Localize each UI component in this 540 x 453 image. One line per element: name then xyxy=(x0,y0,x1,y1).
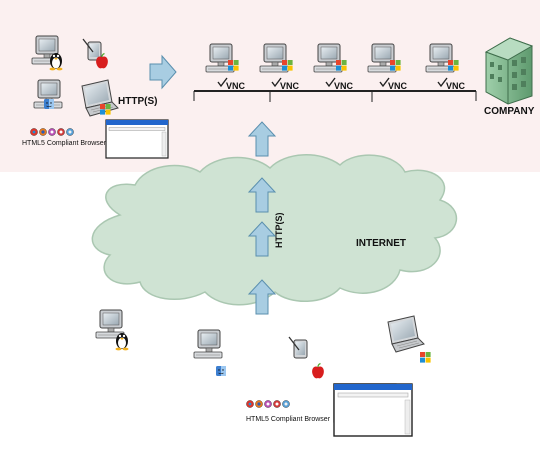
vnc-server-row xyxy=(193,90,477,102)
windows-logo-icon xyxy=(420,352,431,363)
vnc-label: VNC xyxy=(226,81,246,91)
company-building-icon xyxy=(484,37,534,105)
vnc-server xyxy=(205,43,239,88)
vnc-label: VNC xyxy=(334,81,354,91)
connection-arrow-right xyxy=(149,54,177,90)
vnc-server xyxy=(367,43,401,88)
upload-arrow xyxy=(248,121,276,157)
browser-label-top: HTML5 Compliant Browser xyxy=(22,140,107,147)
browser-logos-icon xyxy=(245,399,291,409)
internet-cloud xyxy=(91,154,458,306)
tablet-icon xyxy=(82,38,102,61)
browser-logos-icon xyxy=(29,127,75,137)
vnc-label: VNC xyxy=(446,81,466,91)
vnc-server xyxy=(313,43,347,88)
linux-penguin-icon xyxy=(49,53,63,71)
desktop-pc-icon xyxy=(193,329,223,359)
internet-label: INTERNET xyxy=(356,238,406,249)
vnc-label: VNC xyxy=(280,81,300,91)
browser-label-bottom: HTML5 Compliant Browser xyxy=(246,416,331,423)
vnc-server xyxy=(425,43,459,88)
laptop-icon xyxy=(387,315,425,353)
http-label-vertical: HTTP(S) xyxy=(274,212,284,249)
mac-finder-icon xyxy=(43,98,55,110)
mac-finder-icon xyxy=(215,365,227,377)
browser-window-large-icon xyxy=(333,383,413,437)
browser-window-icon xyxy=(105,119,169,159)
tablet-icon xyxy=(288,336,308,359)
vnc-label: VNC xyxy=(388,81,408,91)
vnc-server xyxy=(259,43,293,88)
company-label: COMPANY xyxy=(484,106,535,117)
apple-icon xyxy=(311,362,325,379)
http-label-top: HTTP(S) xyxy=(118,96,158,107)
